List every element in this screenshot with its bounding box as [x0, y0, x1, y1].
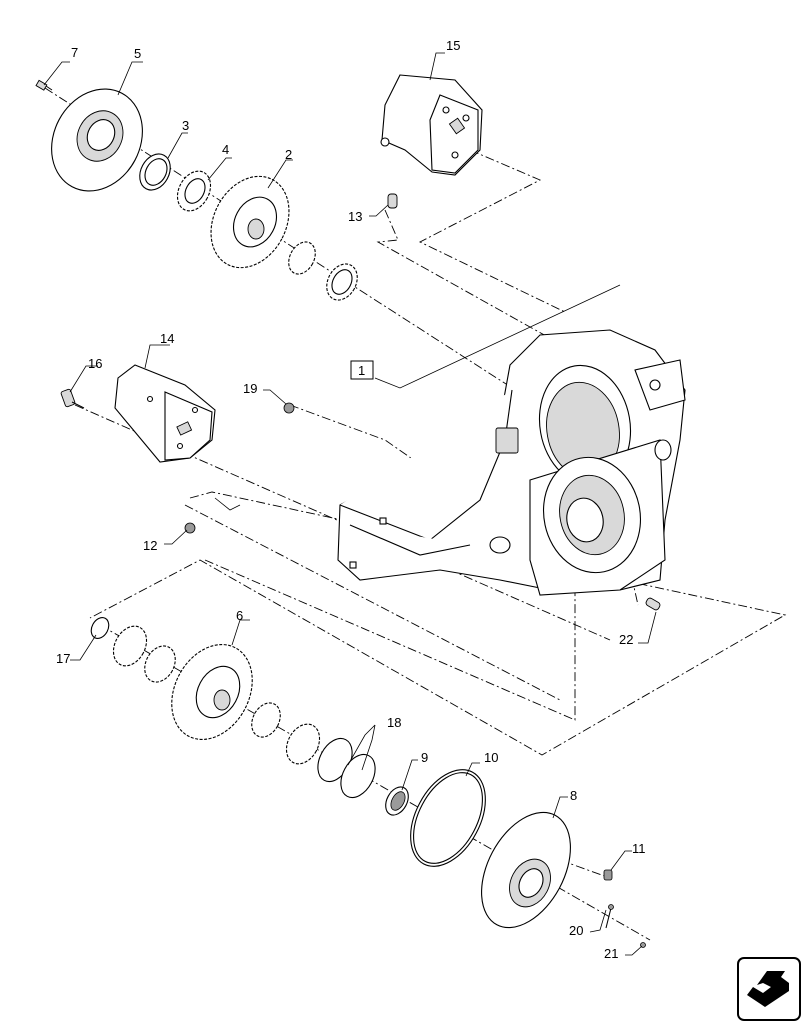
callout-22: 22 — [619, 632, 633, 647]
part-20-pin[interactable] — [605, 904, 614, 929]
callout-15: 15 — [446, 38, 460, 53]
part-2-gear[interactable] — [196, 163, 364, 306]
callout-4: 4 — [222, 142, 229, 157]
exploded-parts-diagram: 7 5 3 4 2 15 13 14 16 19 1 12 6 17 22 18… — [34, 38, 787, 961]
part-8-cover-plate[interactable] — [463, 797, 588, 942]
callout-17: 17 — [56, 651, 70, 666]
part-15-bracket[interactable] — [380, 74, 483, 176]
next-arrow-icon — [737, 957, 801, 1021]
callout-11: 11 — [632, 841, 646, 856]
next-page-button[interactable] — [737, 957, 803, 1023]
part-3-snap-ring[interactable] — [134, 149, 177, 196]
part-1-housing[interactable] — [337, 329, 686, 596]
callout-1-box: 1 — [350, 360, 374, 380]
callout-14: 14 — [160, 331, 174, 346]
part-11-bolt[interactable] — [603, 869, 613, 881]
callout-12: 12 — [143, 538, 157, 553]
callout-5: 5 — [134, 46, 141, 61]
part-17-snap-ring[interactable] — [88, 615, 112, 642]
callout-7: 7 — [71, 45, 78, 60]
callout-9: 9 — [421, 750, 428, 765]
callout-16: 16 — [88, 356, 102, 371]
callout-3: 3 — [182, 118, 189, 133]
callout-21: 21 — [604, 946, 618, 961]
part-5-flange-plate[interactable] — [34, 73, 160, 207]
callout-20: 20 — [569, 923, 583, 938]
callout-19: 19 — [243, 381, 257, 396]
part-22-dowel-pin[interactable] — [645, 597, 661, 611]
callouts: 7 5 3 4 2 15 13 14 16 19 1 12 6 17 22 18… — [56, 38, 646, 961]
callout-2: 2 — [285, 147, 292, 162]
part-18-shims[interactable] — [311, 733, 382, 804]
part-14-bracket[interactable] — [114, 364, 216, 463]
part-16-bolt[interactable] — [60, 388, 85, 409]
callout-1: 1 — [358, 363, 365, 378]
part-10-o-ring[interactable] — [395, 757, 500, 879]
callout-10: 10 — [484, 750, 498, 765]
part-4-bearing[interactable] — [171, 165, 217, 216]
part-19-nut[interactable] — [283, 402, 295, 414]
part-9-seal[interactable] — [381, 783, 413, 819]
part-6-gear[interactable] — [107, 620, 326, 769]
callout-18: 18 — [387, 715, 401, 730]
part-13-pin[interactable] — [387, 193, 398, 209]
part-12-nut[interactable] — [184, 522, 196, 534]
callout-8: 8 — [570, 788, 577, 803]
callout-13: 13 — [348, 209, 362, 224]
part-7-bolt[interactable] — [35, 79, 53, 91]
callout-6: 6 — [236, 608, 243, 623]
leader-lines — [43, 52, 657, 956]
